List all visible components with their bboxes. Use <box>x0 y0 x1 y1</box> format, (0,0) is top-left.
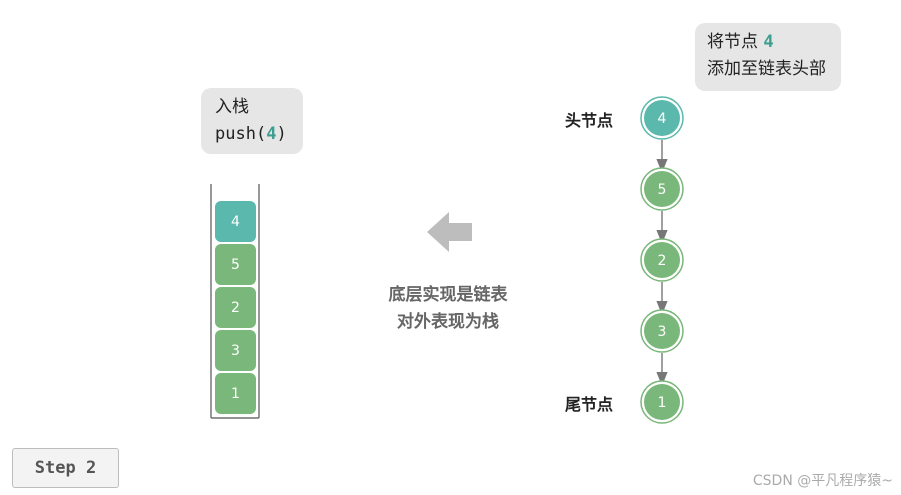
list-node-value: 2 <box>658 253 667 269</box>
list-node: 3 <box>640 309 684 353</box>
insert-line-2: 添加至链表头部 <box>707 59 826 79</box>
stack-cell: 3 <box>215 330 256 371</box>
stack-cell: 2 <box>215 287 256 328</box>
push-call: push(4) <box>215 121 303 148</box>
head-node-label: 头节点 <box>565 111 614 130</box>
insert-line-1-prefix: 将节点 <box>707 32 764 52</box>
list-node-value: 1 <box>658 395 667 411</box>
caption: 底层实现是链表 对外表现为栈 <box>368 282 528 336</box>
list-node: 5 <box>640 167 684 211</box>
watermark: CSDN @平凡程序猿~ <box>752 473 893 489</box>
tail-node-label: 尾节点 <box>565 395 614 414</box>
caption-line-2: 对外表现为栈 <box>397 312 499 332</box>
list-node: 2 <box>640 238 684 282</box>
caption-line-1: 底层实现是链表 <box>388 285 508 305</box>
insert-line-1: 将节点 4 <box>707 29 841 56</box>
push-title: 入栈 <box>215 97 249 117</box>
list-node: 1 <box>640 380 684 424</box>
insert-node-value: 4 <box>763 32 774 52</box>
step-badge: Step 2 <box>12 448 119 488</box>
push-call-prefix: push( <box>215 124 267 144</box>
list-node-value: 3 <box>658 324 667 340</box>
list-node: 4 <box>640 96 684 140</box>
stack-outline <box>210 184 260 419</box>
left-arrow-icon <box>427 212 472 252</box>
list-node-value: 4 <box>658 111 667 127</box>
stack-cell: 5 <box>215 244 256 285</box>
stack-cell: 1 <box>215 373 256 414</box>
push-call-value: 4 <box>266 124 277 144</box>
list-node-value: 5 <box>658 182 667 198</box>
insert-callout: 将节点 4 添加至链表头部 <box>695 23 841 91</box>
push-callout: 入栈 push(4) <box>201 88 303 154</box>
stack-cell: 4 <box>215 201 256 242</box>
push-call-suffix: ) <box>276 124 287 144</box>
